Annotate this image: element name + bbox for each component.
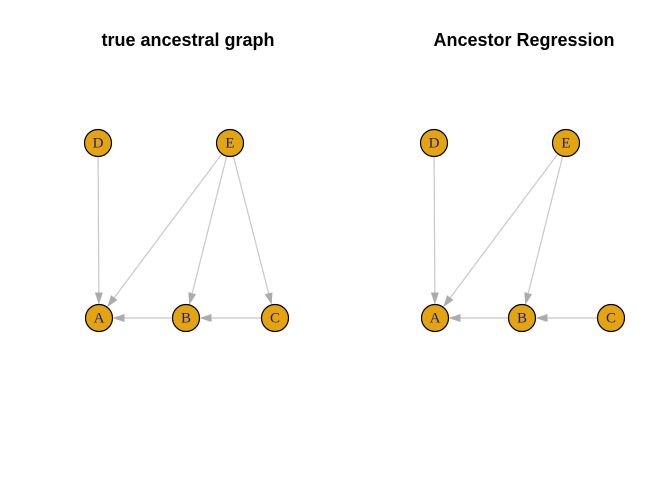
panel-title-true-ancestral-graph: true ancestral graph — [101, 30, 275, 50]
edge-E-C — [232, 155, 273, 305]
edge-B-A — [448, 314, 509, 322]
arrowhead — [264, 292, 273, 305]
panel-title-ancestor-regression: Ancestor Regression — [433, 30, 615, 50]
node-B: B — [171, 303, 201, 333]
node-D: D — [83, 128, 113, 158]
edge-line — [113, 153, 223, 298]
panel-left: D E A B C — [83, 128, 290, 333]
node-label: E — [561, 136, 570, 152]
arrowhead — [107, 295, 118, 308]
arrowhead — [188, 292, 197, 305]
edge-E-A — [443, 153, 559, 308]
edge-B-A — [112, 314, 173, 322]
node-label: B — [517, 311, 527, 327]
arrowhead — [448, 314, 461, 322]
node-A: A — [420, 303, 450, 333]
node-circle — [171, 303, 201, 333]
node-E: E — [551, 128, 581, 158]
node-label: D — [93, 136, 104, 152]
node-A: A — [84, 303, 114, 333]
edge-C-B — [535, 314, 598, 322]
node-label: B — [181, 311, 191, 327]
node-circle — [83, 128, 113, 158]
node-label: C — [606, 311, 616, 327]
node-B: B — [507, 303, 537, 333]
edge-E-B — [188, 155, 228, 305]
node-label: A — [430, 311, 441, 327]
edge-line — [433, 156, 436, 293]
arrowhead — [524, 292, 533, 305]
arrowhead — [535, 314, 548, 322]
arrowhead — [199, 314, 212, 322]
node-circle — [215, 128, 245, 158]
arrowhead — [94, 292, 103, 305]
panel-right: D E A B C — [419, 128, 626, 333]
edge-D-A — [430, 156, 439, 305]
node-C: C — [596, 303, 626, 333]
edge-line — [449, 153, 559, 298]
node-circle — [596, 303, 626, 333]
node-label: E — [225, 136, 234, 152]
arrowhead — [443, 295, 454, 308]
node-circle — [551, 128, 581, 158]
node-label: C — [270, 311, 280, 327]
edge-line — [527, 155, 564, 294]
edge-line — [232, 155, 270, 294]
edge-D-A — [94, 156, 103, 305]
node-circle — [507, 303, 537, 333]
edge-C-B — [199, 314, 262, 322]
node-circle — [84, 303, 114, 333]
edge-line — [191, 155, 228, 294]
arrowhead — [112, 314, 125, 322]
node-circle — [420, 303, 450, 333]
node-D: D — [419, 128, 449, 158]
node-E: E — [215, 128, 245, 158]
node-C: C — [260, 303, 290, 333]
arrowhead — [430, 292, 439, 305]
node-label: A — [94, 311, 105, 327]
node-circle — [260, 303, 290, 333]
edge-E-B — [524, 155, 564, 305]
edge-line — [97, 156, 100, 293]
edge-E-A — [107, 153, 223, 308]
node-circle — [419, 128, 449, 158]
node-label: D — [429, 136, 440, 152]
